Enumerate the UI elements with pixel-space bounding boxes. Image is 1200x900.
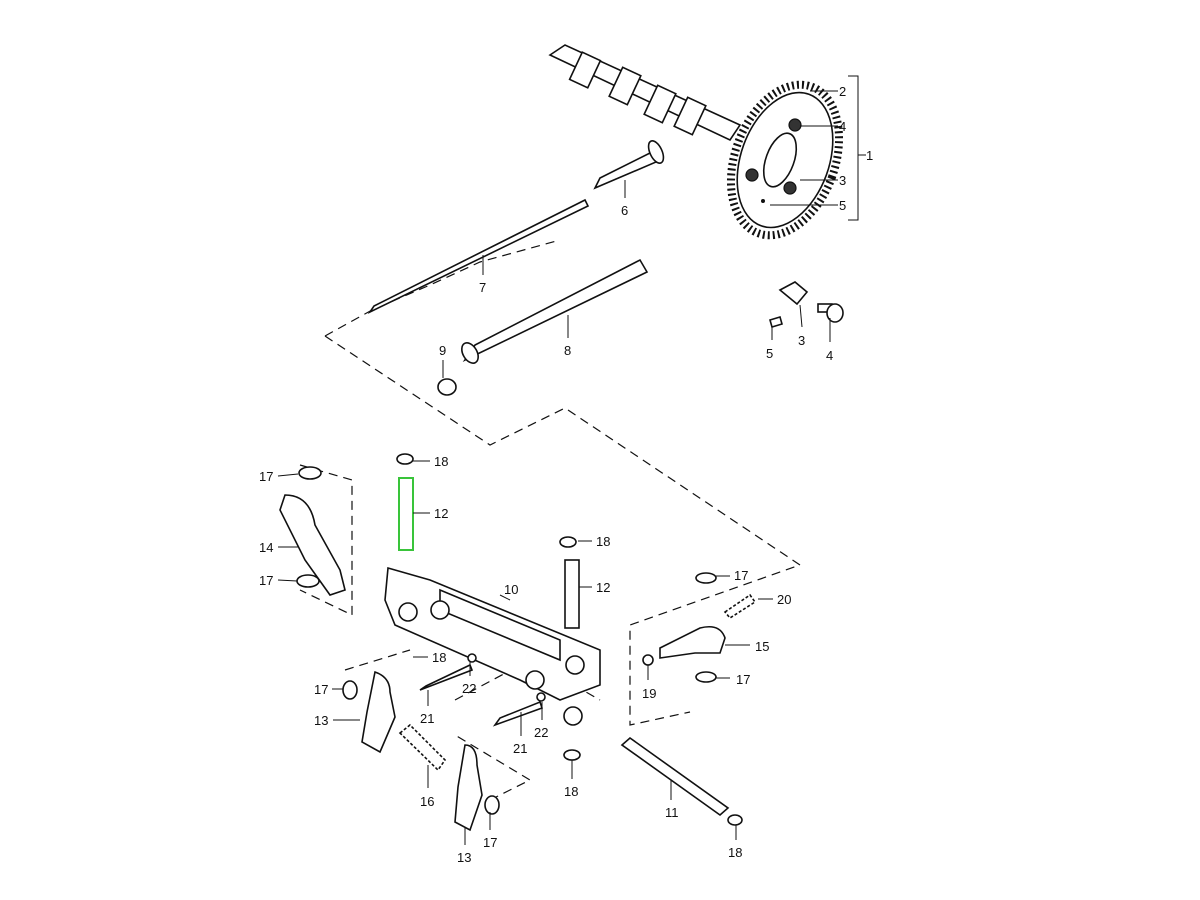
callout-label: 9 xyxy=(439,343,446,358)
callout-label: 18 xyxy=(432,650,446,665)
callout-label: 2 xyxy=(839,84,846,99)
callout-label: 18 xyxy=(434,454,448,469)
callout-label: 15 xyxy=(755,639,769,654)
washer xyxy=(342,680,358,700)
nut xyxy=(642,654,654,666)
push-rod xyxy=(367,198,590,315)
rocker-shaft-highlighted xyxy=(398,477,414,551)
callout-label: 3 xyxy=(839,173,846,188)
bolt xyxy=(492,700,544,727)
washer xyxy=(296,574,320,588)
callout-label: 12 xyxy=(434,506,448,521)
callout-label: 22 xyxy=(462,681,476,696)
callout-label: 13 xyxy=(314,713,328,728)
callout-label: 1 xyxy=(866,148,873,163)
cam-gear xyxy=(726,80,844,240)
rocker-shaft-long xyxy=(620,736,730,817)
cam-follower xyxy=(593,140,665,190)
callout-label: 17 xyxy=(259,469,273,484)
lock-plate xyxy=(778,281,809,306)
callout-label: 4 xyxy=(826,348,833,363)
push-rod-tube xyxy=(461,258,649,364)
circlip xyxy=(727,814,743,826)
callout-label: 5 xyxy=(839,198,846,213)
camshaft xyxy=(548,44,742,142)
washer xyxy=(484,795,500,815)
callout-label: 21 xyxy=(513,741,527,756)
rocker-arm xyxy=(279,494,346,596)
callout-label: 17 xyxy=(259,573,273,588)
callout-label: 20 xyxy=(777,592,791,607)
washer xyxy=(695,572,717,584)
callout-label: 5 xyxy=(766,346,773,361)
callout-label: 17 xyxy=(736,672,750,687)
rocker-bracket xyxy=(384,566,601,726)
callout-label: 17 xyxy=(314,682,328,697)
rocker-shaft xyxy=(564,559,580,629)
callout-label: 21 xyxy=(420,711,434,726)
callout-label: 7 xyxy=(479,280,486,295)
circlip xyxy=(396,453,414,465)
callout-label: 6 xyxy=(621,203,628,218)
rocker-arm xyxy=(454,744,483,832)
callout-label: 16 xyxy=(420,794,434,809)
washer xyxy=(695,671,717,683)
washer xyxy=(298,466,322,480)
callout-label: 17 xyxy=(734,568,748,583)
callout-label: 8 xyxy=(564,343,571,358)
nut xyxy=(536,692,546,702)
callout-label: 4 xyxy=(839,119,846,134)
callout-labels: 1 2 4 3 5 6 7 8 9 5 3 4 18 12 17 14 17 1… xyxy=(259,84,873,865)
spring xyxy=(398,723,447,772)
callout-label: 12 xyxy=(596,580,610,595)
nut xyxy=(467,653,477,663)
circlip xyxy=(563,749,581,761)
callout-label: 13 xyxy=(457,850,471,865)
bolt xyxy=(817,303,844,323)
adjusting-screw xyxy=(723,593,757,620)
rocker-arm xyxy=(659,625,726,659)
callout-label: 3 xyxy=(798,333,805,348)
callout-label: 11 xyxy=(665,805,679,820)
callout-label: 19 xyxy=(642,686,656,701)
callout-label: 17 xyxy=(483,835,497,850)
circlip xyxy=(559,536,577,548)
callout-label: 18 xyxy=(596,534,610,549)
bracket xyxy=(848,75,859,221)
seal-ring xyxy=(437,378,457,396)
callout-label: 18 xyxy=(564,784,578,799)
callout-label: 18 xyxy=(728,845,742,860)
callout-label: 10 xyxy=(504,582,518,597)
leader-lines xyxy=(277,90,866,845)
key-pin xyxy=(769,316,783,328)
callout-label: 22 xyxy=(534,725,548,740)
rocker-arm xyxy=(361,670,396,754)
callout-label: 14 xyxy=(259,540,273,555)
